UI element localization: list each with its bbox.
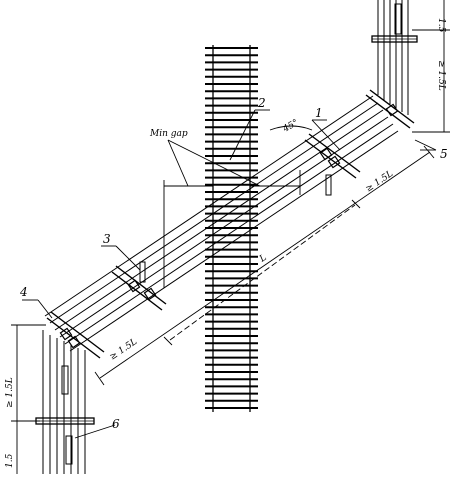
pipe-line-4	[59, 116, 389, 338]
angle-arc	[269, 125, 313, 131]
dim-top-large: ≥ 1.5L	[436, 60, 446, 91]
pipe-line-1	[44, 95, 374, 317]
callout-6: 6	[112, 417, 120, 431]
clamp-upper-middle	[304, 133, 361, 196]
dimension-lines	[11, 0, 450, 474]
clamp-lower-middle	[111, 261, 167, 311]
dim-left-large: ≥ 1.5L	[5, 377, 15, 408]
angle-label: 45°	[281, 118, 301, 135]
dim-left-small: 1.5	[5, 453, 15, 468]
upper-bundle-clamp	[371, 35, 418, 43]
pipe-line-6	[69, 130, 399, 352]
dim-upper-diagonal: ≥ 1.5L	[364, 169, 395, 194]
dim-top-small: 1.5	[436, 18, 446, 33]
callout-3: 3	[103, 232, 111, 246]
pipe-line-2	[49, 102, 379, 324]
pipe-bundle	[44, 95, 399, 352]
clamp-lower-end	[46, 311, 105, 359]
lower-vertical-slot-2	[65, 435, 73, 465]
dim-main-span: L	[257, 253, 268, 265]
callout-5: 5	[440, 147, 448, 161]
dim-line-diagonal	[99, 151, 431, 379]
track-sleepers	[205, 47, 258, 409]
pipe-line-3	[54, 109, 384, 331]
clamp-upper-end	[365, 89, 415, 129]
min-gap-label: Min gap	[149, 129, 188, 139]
railway-track	[205, 45, 258, 412]
upper-vertical-bundle	[377, 0, 409, 115]
dim-line-main	[169, 204, 356, 341]
callout-1: 1	[315, 106, 323, 120]
dim-lower-diagonal: ≥ 1.5L	[108, 337, 139, 362]
lower-vertical-slot	[61, 365, 69, 395]
callout-2: 2	[257, 96, 266, 110]
callout-leaders	[22, 109, 437, 439]
callout-4: 4	[19, 285, 28, 299]
lower-vertical-bundle	[42, 330, 86, 474]
upper-vertical-slot	[394, 3, 402, 35]
